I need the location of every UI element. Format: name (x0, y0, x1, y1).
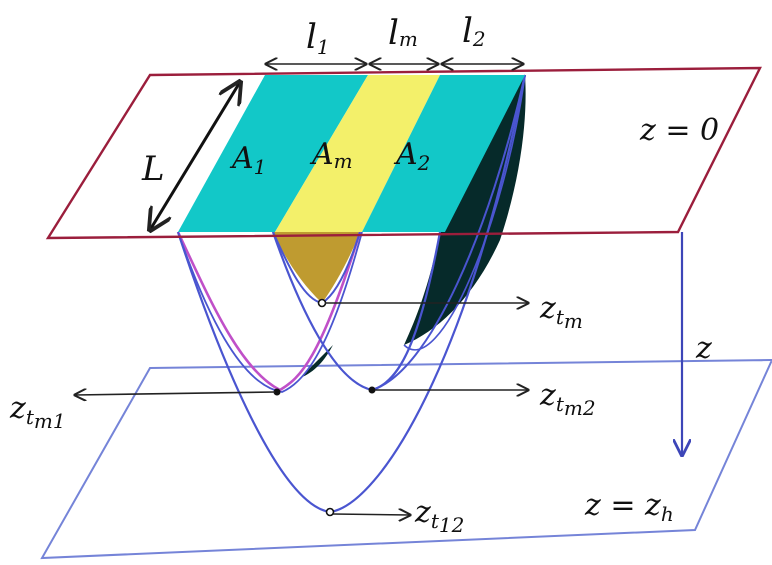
label-ztm2: ztm2 (539, 378, 596, 420)
label-z-axis: z (695, 331, 712, 366)
bottom-plane (40, 358, 772, 560)
parabola-right-inner (371, 74, 526, 391)
point-ztm (317, 298, 327, 308)
label-ztm1: ztm1 (9, 391, 66, 433)
parabola-right-far (403, 74, 526, 351)
label-l2: l2 (462, 11, 486, 51)
parabola-m1-magenta (176, 231, 362, 392)
label-lm: lm (388, 13, 418, 53)
gold-region (273, 232, 360, 303)
parabola-outer-12 (176, 74, 527, 514)
L-dimension-arrow (150, 82, 240, 230)
strip-A2 (362, 75, 525, 232)
label-z0: z = 0 (639, 113, 719, 148)
label-ztm: ztm (539, 291, 583, 333)
strip-Am (275, 75, 440, 232)
point-zt12 (325, 507, 335, 517)
label-L: L (141, 149, 165, 189)
parabola-m1-blue (177, 231, 363, 393)
label-A1: A1 (229, 141, 266, 179)
zt12-leader (332, 514, 410, 515)
dark-region-right (404, 75, 526, 345)
label-l1: l1 (306, 17, 330, 59)
label-A2: A2 (393, 137, 430, 175)
ztm1-leader (75, 392, 276, 395)
point-ztm2 (368, 386, 376, 394)
label-zt12: zt12 (414, 495, 464, 537)
label-zh: z = zh (584, 488, 674, 526)
top-plane (45, 66, 762, 240)
label-Am: Am (309, 137, 353, 173)
point-ztm1 (273, 388, 281, 396)
